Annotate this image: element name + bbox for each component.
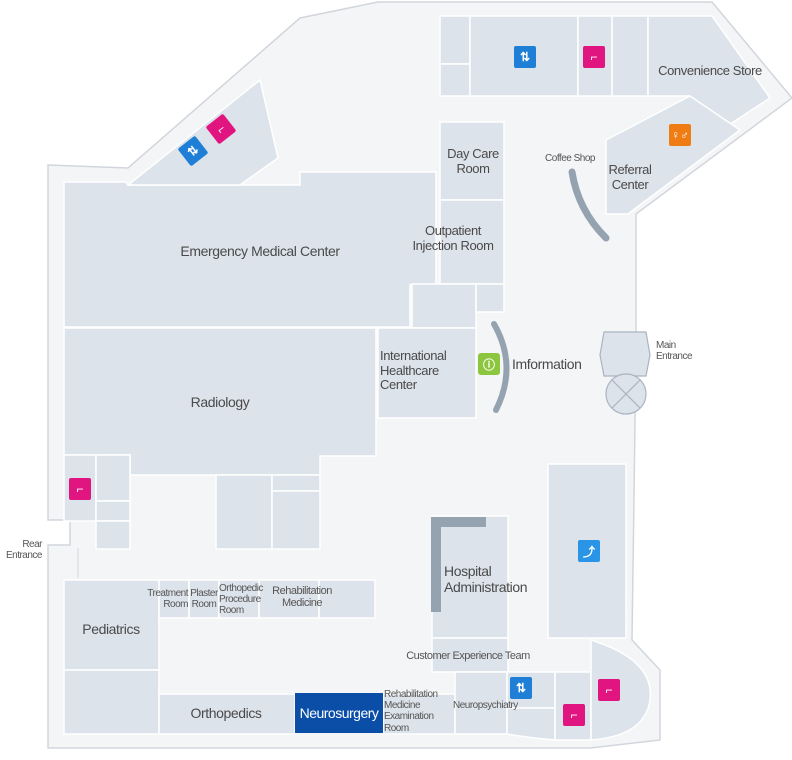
main-entrance-vestibule: [599, 331, 651, 377]
room-small-a: [411, 283, 477, 329]
room-left-4: [95, 520, 131, 550]
room-neuropsychiatry[interactable]: [454, 671, 508, 735]
room-top-2: [439, 63, 471, 97]
label-main-entrance: Main Entrance: [656, 340, 693, 363]
room-rad-1: [215, 474, 273, 550]
label-neurosurgery[interactable]: Neurosurgery: [295, 693, 383, 733]
stairs-icon[interactable]: ⌐: [583, 46, 605, 68]
information-desk: [491, 321, 510, 413]
room-international[interactable]: [377, 327, 477, 419]
room-br-stairs-a: [506, 707, 556, 741]
label-coffee-shop: Coffee Shop: [545, 153, 595, 164]
label-customer-exp: Customer Experience Team: [406, 650, 530, 662]
room-top-3: [611, 15, 649, 97]
label-ortho-procedure: Orthopedic Procedure Room: [219, 583, 263, 617]
restroom-icon[interactable]: ♀♂: [669, 124, 691, 146]
label-radiology: Radiology: [190, 394, 250, 410]
label-plaster: Plaster Room: [190, 588, 218, 611]
label-pediatrics: Pediatrics: [82, 621, 140, 637]
room-ped-2: [63, 669, 160, 735]
room-rehab-exam[interactable]: [382, 693, 456, 735]
label-emergency: Emergency Medical Center: [180, 243, 340, 259]
room-left-3: [95, 500, 131, 522]
room-left-2: [95, 454, 131, 502]
room-small-b: [475, 283, 505, 313]
revolving-door-line-b: [611, 379, 641, 409]
label-rehab-medicine: Rehabilitation Medicine: [272, 585, 332, 610]
label-information: Imformation: [512, 356, 582, 372]
room-treatment[interactable]: [158, 579, 190, 619]
elevator-icon[interactable]: ⇅: [510, 677, 532, 699]
room-rad-2: [271, 474, 321, 492]
label-outpatient-injection: Outpatient Injection Room: [412, 223, 494, 253]
room-outpatient-injection[interactable]: [439, 199, 505, 285]
label-rehab-exam: Rehabilitation Medicine Examination Room: [384, 689, 438, 734]
room-top-1: [439, 15, 471, 65]
label-international: International Healthcare Center: [380, 348, 447, 393]
room-hospital-admin[interactable]: [431, 515, 509, 639]
stairs-icon[interactable]: ⌐: [69, 478, 91, 500]
room-rehab-2: [318, 579, 376, 619]
room-br-round: [590, 638, 652, 741]
coffee-shop-counter: [568, 168, 610, 242]
label-day-care: Day Care Room: [447, 146, 499, 176]
label-orthopedics: Orthopedics: [190, 705, 262, 721]
escalator-icon[interactable]: ⤴: [578, 540, 600, 562]
label-rear-entrance: Rear Entrance: [5, 539, 43, 562]
label-referral: Referral Center: [608, 162, 652, 192]
room-top-left-wing: [125, 78, 279, 186]
room-pediatrics[interactable]: [63, 579, 160, 671]
label-neuropsychiatry: Neuropsychiatry: [453, 700, 518, 711]
label-treatment: Treatment Room: [147, 588, 188, 611]
stairs-icon[interactable]: ⌐: [563, 704, 585, 726]
elevator-icon[interactable]: ⇅: [514, 46, 536, 68]
room-rad-3: [271, 490, 321, 550]
stairs-icon[interactable]: ⌐: [598, 679, 620, 701]
room-referral[interactable]: [605, 95, 742, 215]
label-convenience: Convenience Store: [658, 63, 762, 78]
label-hospital-admin: Hospital Administration: [444, 563, 528, 595]
info-icon[interactable]: ⓘ: [478, 353, 500, 375]
room-customer-exp[interactable]: [431, 637, 509, 673]
